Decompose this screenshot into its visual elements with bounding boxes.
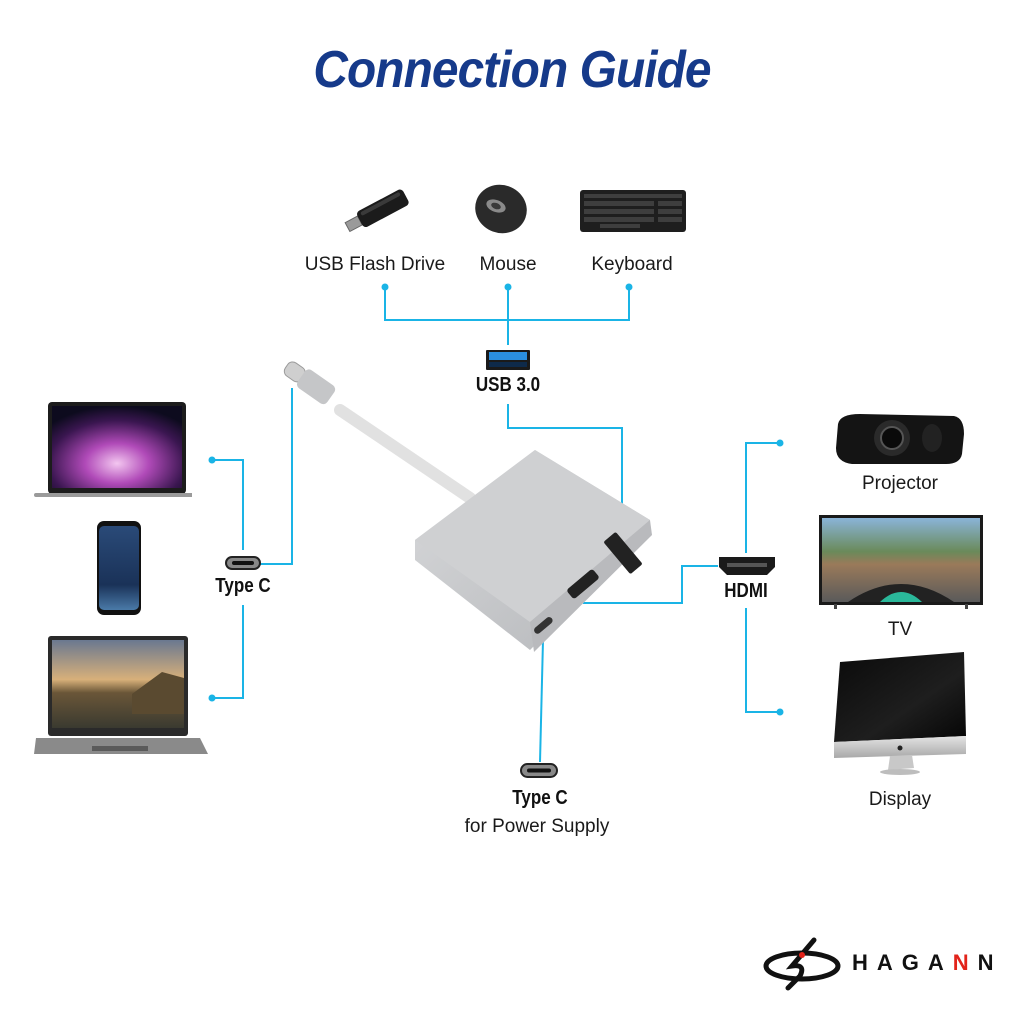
type-c-power-port-icon [520, 763, 558, 778]
line-projector [745, 442, 780, 553]
mouse-icon [475, 184, 527, 234]
brand-logo: HAGANN [762, 936, 1022, 992]
line-hdmi-adapter [583, 565, 718, 604]
usb-flash-drive-icon [344, 189, 409, 233]
brand-name-suffix: N [977, 950, 1003, 975]
line-power [539, 639, 544, 763]
display-label: Display [868, 789, 932, 810]
projector-label: Projector [861, 473, 939, 494]
line-keyboard [508, 287, 630, 321]
type-c-power-sublabel: for Power Supply [464, 816, 610, 837]
monitor-icon [834, 652, 966, 775]
usb-port-icon [486, 350, 530, 370]
brand-name-accent: N [952, 950, 978, 975]
dot-mouse [504, 283, 512, 291]
hdmi-port-label: HDMI [724, 580, 768, 602]
keyboard-label: Keyboard [591, 254, 673, 275]
laptop-icon [34, 636, 208, 754]
laptop-icon [34, 402, 192, 497]
line-usb-adapter [507, 404, 623, 545]
usb-flash-drive-label: USB Flash Drive [304, 254, 446, 275]
dot-display [776, 708, 784, 716]
dot-projector [776, 439, 784, 447]
line-laptop1 [212, 459, 244, 550]
type-c-power-label: Type C [512, 787, 568, 809]
tv-label: TV [887, 619, 913, 640]
hdmi-port-icon [719, 557, 775, 575]
line-typec-cable [258, 388, 293, 565]
smartphone-icon [97, 521, 141, 615]
dot-laptop1 [208, 456, 216, 464]
line-laptop2 [212, 605, 244, 699]
brand-name-prefix: HAGA [852, 950, 953, 975]
usb-port-label: USB 3.0 [475, 374, 541, 396]
type-c-input-label: Type C [215, 575, 271, 597]
dot-laptop2 [208, 694, 216, 702]
type-c-port-icon [225, 556, 261, 570]
mouse-label: Mouse [479, 254, 537, 275]
brand-name: HAGANN [852, 950, 1003, 976]
dot-keyboard [625, 283, 633, 291]
line-usb-flash [384, 287, 508, 321]
brand-logo-icon [763, 937, 841, 991]
dot-usb-flash [381, 283, 389, 291]
usb-c-adapter-image [283, 361, 652, 652]
projector-icon [836, 414, 964, 464]
keyboard-icon [580, 190, 686, 232]
page-title: Connection Guide [313, 41, 711, 99]
line-display [745, 608, 780, 713]
hub-ports [534, 532, 642, 634]
tv-icon [819, 515, 983, 609]
